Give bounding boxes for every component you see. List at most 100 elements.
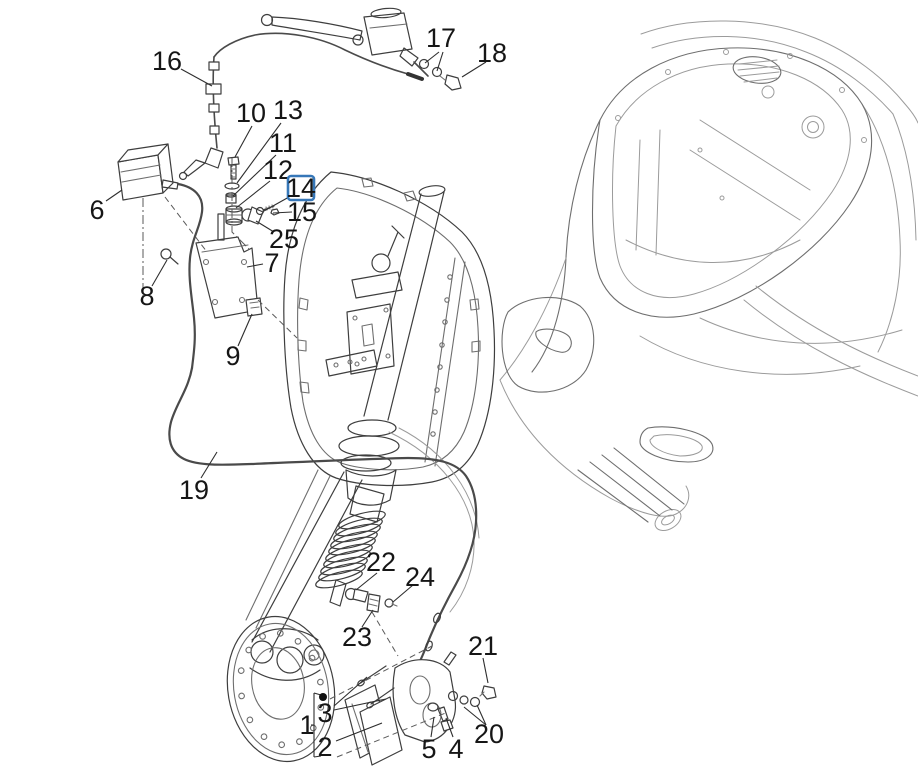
footrest-pad-outer — [639, 426, 714, 463]
disc-hole — [317, 704, 325, 711]
coil — [333, 523, 381, 543]
clamp-23-fold — [368, 598, 379, 607]
clip-9 — [245, 297, 263, 317]
bracket-hole-2 — [211, 298, 219, 306]
frame-tab-7 — [403, 190, 417, 202]
frame-tab-6 — [361, 177, 374, 188]
brake-lever-blade — [271, 16, 363, 41]
hub-link-circle-3 — [303, 644, 325, 666]
callout-23-leader — [361, 609, 374, 628]
underbody-sweep — [499, 379, 677, 517]
front-suspension — [226, 419, 480, 763]
floor-tip — [675, 485, 690, 515]
hub-link-arm-bottom — [249, 667, 321, 681]
brake-pad-inner — [359, 696, 403, 766]
abs-connector — [161, 179, 179, 190]
callout-1-leader-4 — [313, 755, 322, 758]
spring-coils — [315, 510, 386, 589]
hose-clamps — [344, 587, 398, 613]
bolt-24-tip — [391, 603, 398, 607]
callout-18-leader — [461, 61, 487, 78]
fork-leg-rear-right — [255, 475, 331, 629]
tub-wall-line-1 — [635, 139, 641, 251]
washer-5 — [427, 702, 439, 712]
disc-hole — [245, 646, 253, 654]
foot-hole-2 — [347, 359, 353, 365]
callout-13-leader — [236, 122, 282, 184]
floor-endcap-outer — [654, 509, 682, 531]
callout-10-leader — [234, 125, 253, 158]
hose-end-ferrule — [406, 72, 424, 81]
disc-hole — [294, 637, 302, 645]
banjo-washer-20a — [459, 695, 469, 705]
frame-loop-inner — [297, 187, 480, 471]
clamp-23-bracket — [366, 593, 381, 613]
filler-grille-3 — [739, 71, 780, 77]
body-boss-inner — [807, 121, 819, 133]
seat-tub-outer — [591, 47, 873, 318]
filler-grille-4 — [743, 77, 778, 83]
cable-adjuster-1 — [208, 61, 220, 71]
bracket-hole-4 — [238, 296, 246, 304]
callout-15-label: 15 — [287, 197, 317, 227]
floor-rail-1 — [577, 469, 649, 523]
hinge-circle — [761, 85, 775, 99]
callout-6-leader — [105, 189, 123, 202]
tub-wall-line-2 — [655, 129, 661, 256]
tub-back-wall-line-2 — [689, 149, 801, 221]
callout-10-label: 10 — [236, 98, 266, 128]
disc-hub — [251, 647, 305, 720]
rail-hole-3 — [442, 319, 448, 325]
dash-clip-to-frame — [257, 299, 298, 339]
cable-elbow-fitting — [204, 147, 224, 169]
plate-hole-4 — [354, 361, 360, 367]
hose-banjo-eye — [447, 690, 459, 702]
column-plate — [346, 303, 395, 375]
coil — [320, 556, 368, 576]
rail-hole-4 — [439, 342, 445, 348]
body-rear-right-edge — [861, 103, 901, 353]
banjo-bolt-18-shank — [439, 75, 446, 81]
kneepad-handle-slot — [535, 328, 572, 353]
clip-9-slot — [249, 301, 260, 309]
callout-24-leader — [392, 584, 414, 603]
banjo-bolt-21-threads — [479, 691, 485, 697]
callout-22-label: 22 — [366, 547, 396, 577]
callout-24-label: 24 — [405, 562, 435, 592]
kneepad-panel — [501, 296, 595, 393]
rail-hole-6 — [434, 387, 440, 393]
tub-back-wall-line-1 — [699, 119, 811, 191]
mc-outlet-snout — [399, 47, 419, 67]
disc-outer — [226, 615, 336, 763]
disc-hole — [276, 629, 284, 637]
hose-ferrule-1 — [432, 612, 442, 624]
body-top-rim-outer — [640, 20, 918, 124]
brake-hose-19 — [168, 366, 478, 697]
disc-hole — [237, 667, 245, 674]
dash-abs-to-bracket — [164, 196, 208, 253]
steering-bearing-2 — [338, 435, 400, 457]
fork-leg-front-right — [269, 479, 363, 653]
foot-hole-3 — [361, 356, 367, 362]
callout-21-label: 21 — [468, 631, 498, 661]
tub-screw-2 — [719, 195, 725, 201]
callout-25-leader — [255, 220, 275, 233]
scooter-body — [499, 20, 918, 531]
callout-14-label: 14 — [286, 173, 316, 203]
rail-hole-5 — [437, 364, 443, 370]
column-hook-arm — [387, 225, 405, 257]
steering-tube-left — [363, 193, 422, 417]
front-brake-cable — [178, 32, 462, 181]
column-foot-bracket — [325, 349, 378, 377]
rim-screw-5 — [839, 87, 845, 93]
master-cylinder-body — [363, 12, 413, 56]
callout-15-leader — [272, 211, 293, 214]
fork-leg-rear-left — [245, 469, 319, 621]
plate-hole-1 — [352, 315, 358, 321]
banjo-bolt-18 — [444, 74, 462, 91]
callout-18-label: 18 — [477, 38, 507, 68]
cable-adjuster-3 — [208, 103, 220, 113]
pad-backing-line — [351, 703, 369, 753]
floor-rail-3 — [601, 454, 673, 511]
callout-3-label: 3 — [317, 698, 332, 728]
